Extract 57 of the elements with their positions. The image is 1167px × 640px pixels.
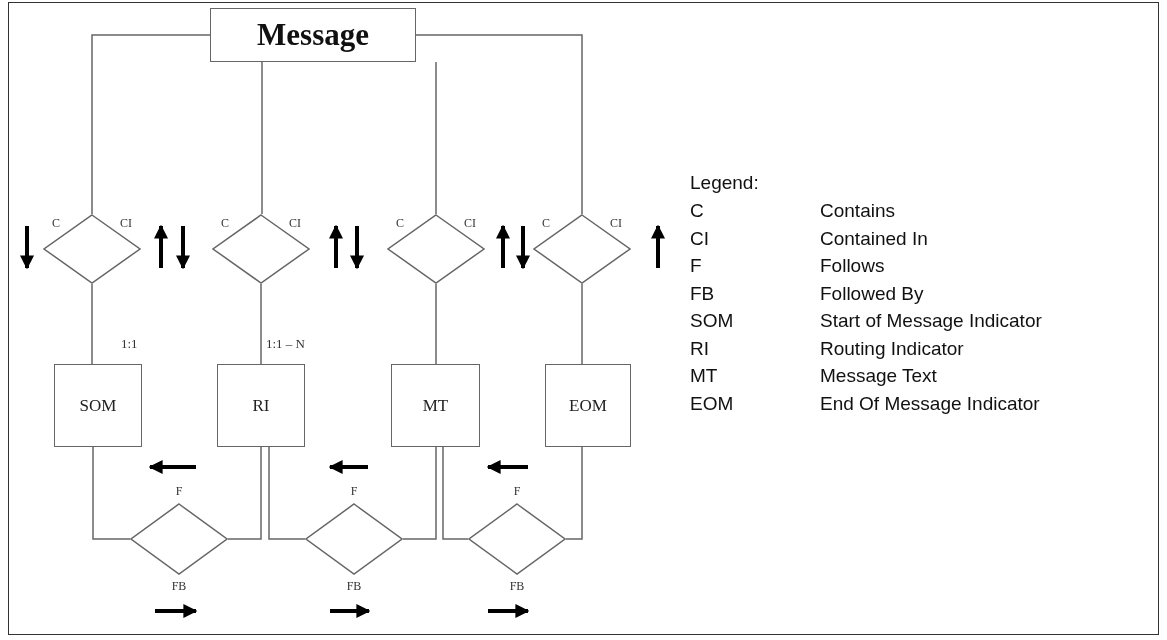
legend-abbreviation: FB bbox=[690, 282, 715, 305]
role-label: FB bbox=[171, 579, 187, 594]
relationship-diamond bbox=[533, 214, 631, 284]
legend-abbreviation: F bbox=[690, 255, 702, 277]
role-label: FB bbox=[509, 579, 525, 594]
connector-line bbox=[268, 446, 306, 540]
relationship-diamond bbox=[468, 503, 566, 575]
role-label: C bbox=[52, 216, 60, 231]
entity-box: SOM bbox=[54, 364, 142, 447]
legend-abbreviation: RI bbox=[690, 337, 709, 360]
legend-description: Routing Indicator bbox=[820, 337, 964, 360]
legend-abbreviation: SOM bbox=[690, 310, 734, 332]
entity-box: MT bbox=[391, 364, 480, 447]
connector-line bbox=[435, 61, 437, 215]
connector-line bbox=[402, 446, 437, 540]
role-label: CI bbox=[120, 216, 132, 231]
connector-line bbox=[581, 283, 583, 365]
legend-abbreviation: C bbox=[690, 200, 704, 222]
entity-box: RI bbox=[217, 364, 305, 447]
relationship-diamond bbox=[130, 503, 228, 575]
legend-description: Contained In bbox=[820, 227, 928, 250]
relationship-diamond bbox=[43, 214, 141, 284]
legend-abbreviation: MT bbox=[690, 365, 718, 387]
entity-box: EOM bbox=[545, 364, 631, 447]
legend-abbreviation: CI bbox=[690, 227, 709, 250]
legend-description: Contains bbox=[820, 200, 895, 222]
role-label: FB bbox=[346, 579, 362, 594]
role-label: F bbox=[350, 484, 358, 499]
connector-line bbox=[227, 446, 262, 540]
connector-line bbox=[91, 283, 93, 365]
role-label: F bbox=[175, 484, 183, 499]
role-label: C bbox=[542, 216, 550, 231]
connector-line bbox=[435, 283, 437, 365]
connector-line bbox=[261, 61, 263, 215]
relationship-diamond bbox=[212, 214, 310, 284]
legend-description: Followed By bbox=[820, 282, 924, 305]
role-label: F bbox=[513, 484, 521, 499]
legend-description: Start of Message Indicator bbox=[820, 310, 1042, 332]
connector-line bbox=[91, 34, 211, 215]
role-label: C bbox=[221, 216, 229, 231]
role-label: CI bbox=[464, 216, 476, 231]
legend-description: End Of Message Indicator bbox=[820, 392, 1040, 415]
legend-heading: Legend: bbox=[690, 172, 759, 194]
relationship-diamond bbox=[387, 214, 485, 284]
role-label: C bbox=[396, 216, 404, 231]
legend-description: Message Text bbox=[820, 365, 937, 387]
role-label: CI bbox=[610, 216, 622, 231]
connector-line bbox=[442, 446, 469, 540]
connector-line bbox=[92, 446, 131, 540]
entity-box: Message bbox=[210, 8, 416, 62]
connector-line bbox=[260, 283, 262, 365]
relationship-diamond bbox=[305, 503, 403, 575]
connector-line bbox=[415, 34, 583, 215]
legend-abbreviation: EOM bbox=[690, 392, 734, 415]
legend-description: Follows bbox=[820, 255, 885, 277]
role-label: CI bbox=[289, 216, 301, 231]
connector-line bbox=[565, 446, 583, 540]
